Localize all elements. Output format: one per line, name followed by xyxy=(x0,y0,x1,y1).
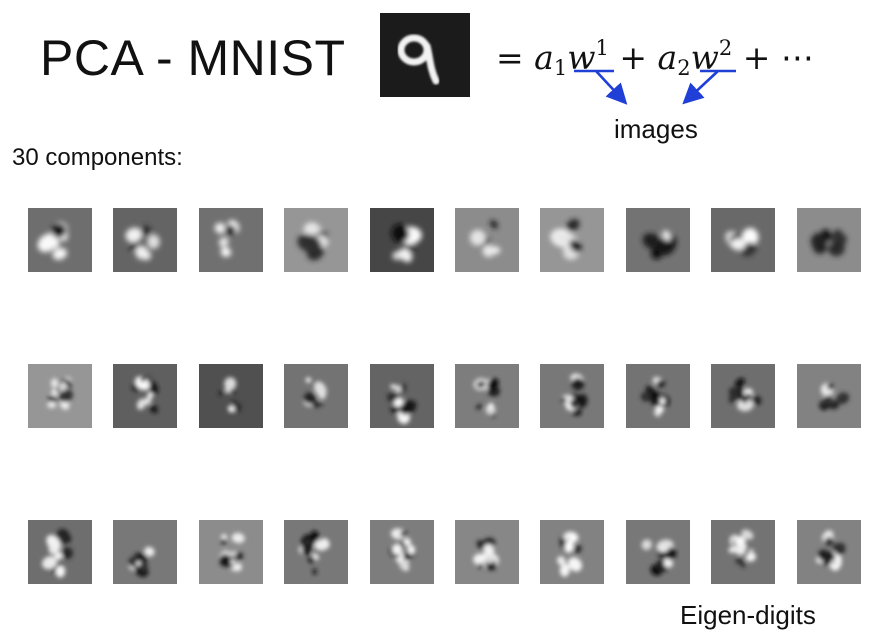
components-count-label: 30 components: xyxy=(12,144,183,171)
eigen-digit-19 xyxy=(711,364,775,428)
coefficient-a2-subscript: 2 xyxy=(677,56,691,80)
component-w1-superscript: 1 xyxy=(595,36,609,60)
eigen-digit-22 xyxy=(113,520,177,584)
eigen-digit-5 xyxy=(370,208,434,272)
eigen-digit-11 xyxy=(28,364,92,428)
annotation-arrows xyxy=(574,69,736,105)
eigen-digit-17 xyxy=(540,364,604,428)
eigen-digit-30 xyxy=(797,520,861,584)
eigen-digit-9 xyxy=(711,208,775,272)
arrow-from-w1 xyxy=(595,70,628,105)
example-digit-image xyxy=(380,13,470,97)
page-title: PCA - MNIST xyxy=(40,30,346,86)
eigen-digit-2 xyxy=(113,208,177,272)
eigen-digit-20 xyxy=(797,364,861,428)
plus-sign: + xyxy=(619,38,647,77)
digit-nine-drawing xyxy=(397,34,440,85)
plus-sign: + xyxy=(742,38,771,77)
component-w2-superscript: 2 xyxy=(718,36,733,60)
eigen-digit-21 xyxy=(28,520,92,584)
eigen-digit-8 xyxy=(626,208,690,272)
pca-equation: = a1w1 + a2w2 + ⋯ xyxy=(496,36,814,80)
eigen-digit-27 xyxy=(540,520,604,584)
eigen-digit-16 xyxy=(455,364,519,428)
ellipsis: ⋯ xyxy=(780,38,814,77)
coefficient-a2: a xyxy=(657,38,678,77)
eigen-digit-29 xyxy=(711,520,775,584)
eigen-digit-15 xyxy=(370,364,434,428)
eigen-digit-10 xyxy=(797,208,861,272)
coefficient-a1: a xyxy=(534,38,554,77)
eigen-digit-4 xyxy=(284,208,348,272)
arrow-from-w2 xyxy=(682,70,719,105)
eigen-digit-7 xyxy=(540,208,604,272)
eigen-digit-18 xyxy=(626,364,690,428)
eigen-digit-25 xyxy=(370,520,434,584)
eigen-digit-14 xyxy=(284,364,348,428)
eigen-digit-28 xyxy=(626,520,690,584)
eigen-digit-3 xyxy=(199,208,263,272)
eigen-digit-6 xyxy=(455,208,519,272)
eigen-digit-26 xyxy=(455,520,519,584)
coefficient-a1-subscript: 1 xyxy=(553,56,568,80)
equals-sign: = xyxy=(496,38,524,77)
eigen-digit-1 xyxy=(28,208,92,272)
eigen-digit-13 xyxy=(199,364,263,428)
eigen-digit-12 xyxy=(113,364,177,428)
eigen-digit-24 xyxy=(284,520,348,584)
images-annotation-label: images xyxy=(614,114,698,144)
eigen-digits-caption: Eigen-digits xyxy=(680,600,816,630)
eigen-digit-23 xyxy=(199,520,263,584)
